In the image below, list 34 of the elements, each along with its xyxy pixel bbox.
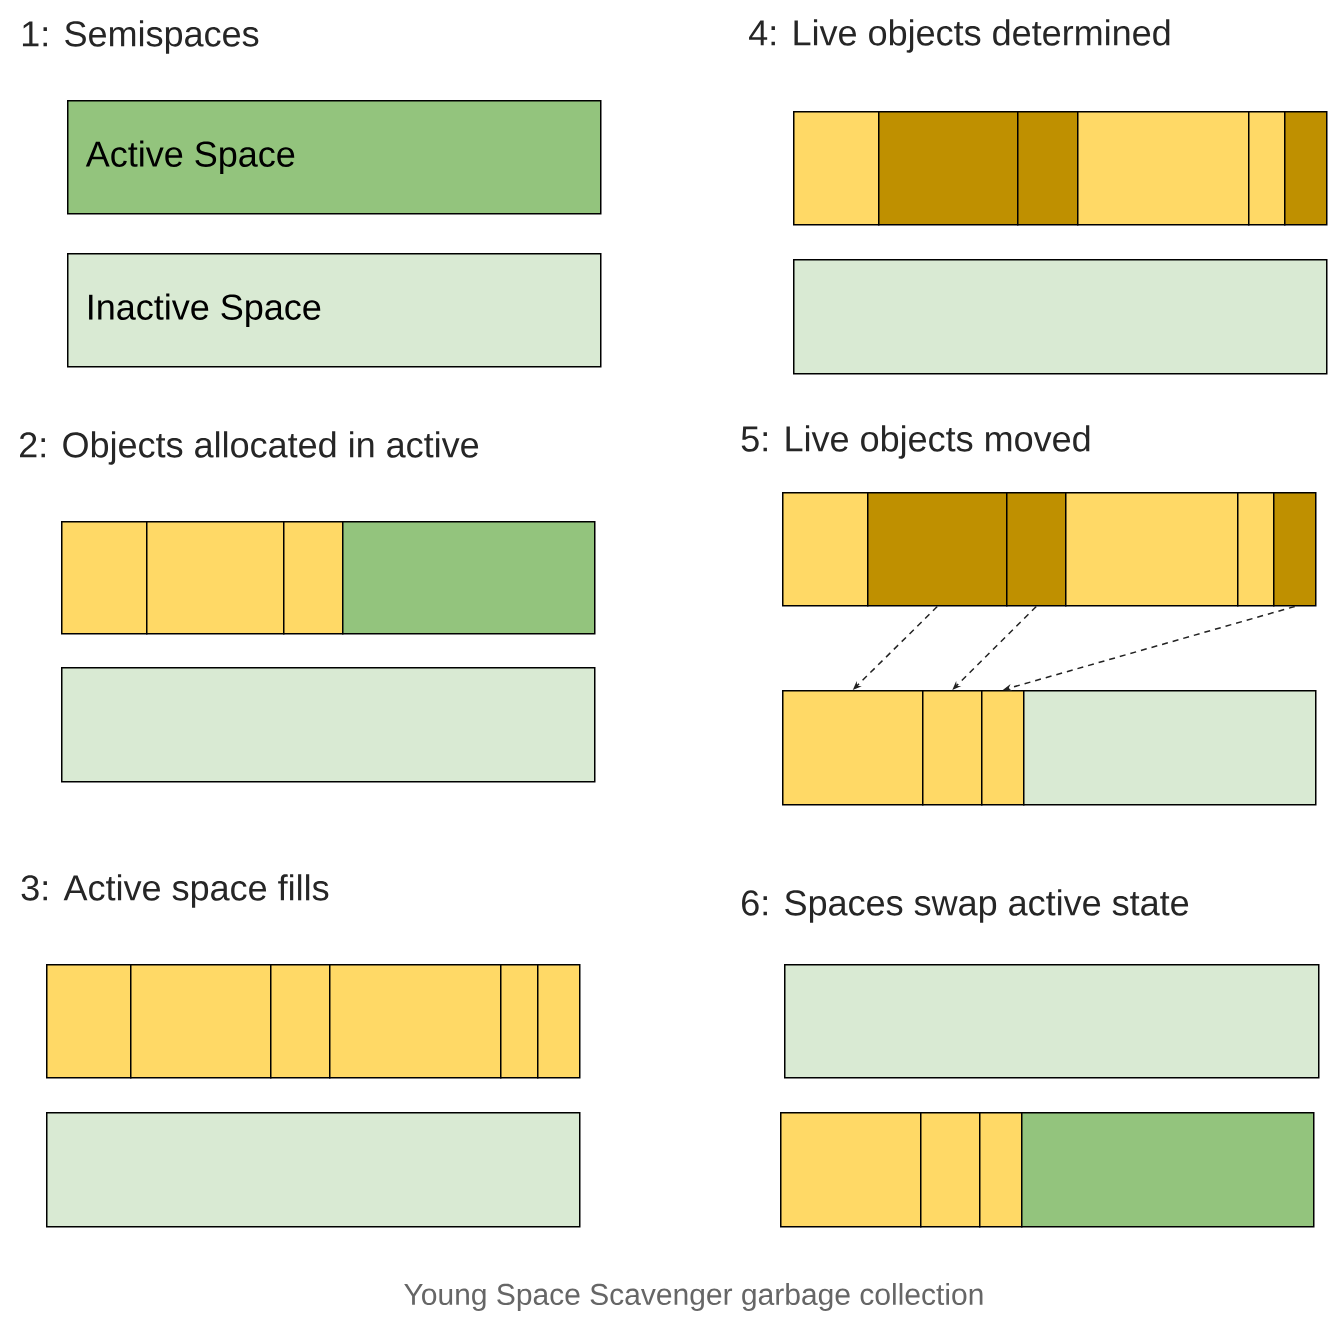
panel-heading: 2: Objects allocated in active xyxy=(20,431,479,465)
memory-block xyxy=(1017,111,1079,226)
space-box: Inactive Space xyxy=(67,253,602,368)
panel-heading: 1: Semispaces xyxy=(22,20,259,54)
memory-block xyxy=(979,1112,1023,1228)
memory-block xyxy=(920,1112,981,1228)
space-box: Active Space xyxy=(67,100,602,215)
memory-block xyxy=(61,667,596,783)
memory-block xyxy=(1284,111,1328,226)
memory-block xyxy=(1021,1112,1315,1228)
caption: Young Space Scavenger garbage collection xyxy=(404,1283,983,1311)
memory-block xyxy=(283,521,344,635)
memory-block xyxy=(46,964,132,1079)
memory-block xyxy=(500,964,539,1079)
panel-heading: 6: Spaces swap active state xyxy=(742,889,1189,923)
memory-block xyxy=(1273,492,1317,607)
memory-block xyxy=(922,690,983,806)
memory-block xyxy=(1248,111,1286,226)
memory-block xyxy=(61,521,148,635)
memory-block xyxy=(270,964,331,1079)
memory-block xyxy=(784,964,1320,1079)
memory-block xyxy=(537,964,581,1079)
memory-block xyxy=(46,1112,581,1228)
panel-heading: 3: Active space fills xyxy=(21,874,329,908)
memory-block xyxy=(793,111,880,226)
memory-block xyxy=(1023,690,1317,806)
panel-heading: 5: Live objects moved xyxy=(741,425,1090,459)
memory-block xyxy=(1006,492,1067,607)
memory-block xyxy=(782,492,869,607)
panel-heading: 4: Live objects determined xyxy=(749,19,1170,53)
memory-block xyxy=(793,259,1328,375)
memory-block xyxy=(342,521,596,635)
memory-block xyxy=(981,690,1025,806)
memory-block xyxy=(1237,492,1275,607)
